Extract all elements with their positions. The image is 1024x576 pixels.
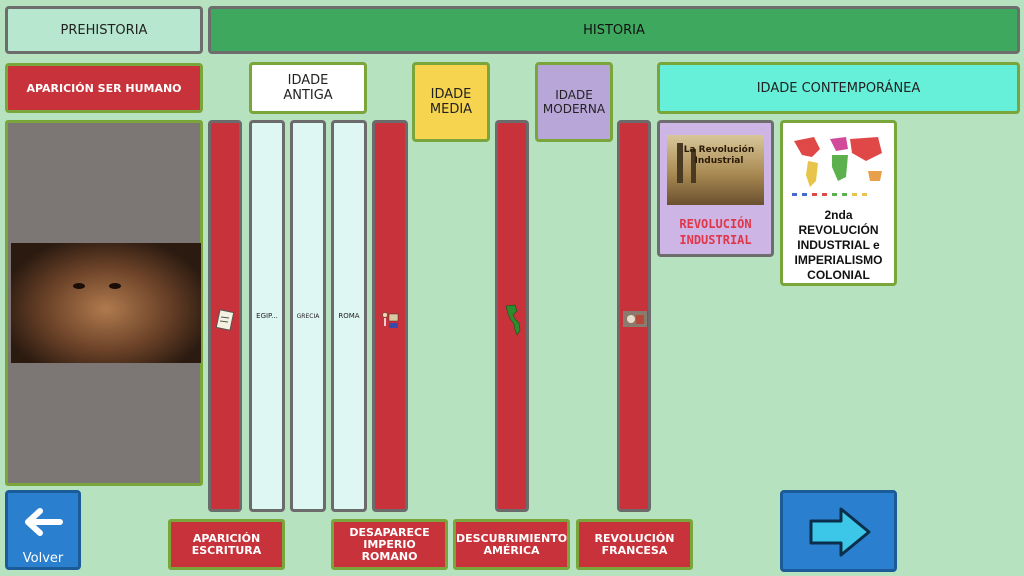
smoke-stack-2 (691, 149, 696, 183)
egipto-label: EGIP... (256, 312, 278, 320)
eye-left (73, 283, 85, 289)
revolucion-industrial-card[interactable]: La Revolución Industrial REVOLUCIÓN INDU… (657, 120, 774, 257)
timeline-bar-egipto[interactable]: EGIP... (249, 120, 285, 512)
descubrimiento-america-button[interactable]: DESCUBRIMIENTO AMÉRICA (453, 519, 570, 570)
roma-label: ROMA (338, 312, 360, 320)
idade-antiga-button[interactable]: IDADE ANTIGA (249, 62, 367, 114)
volver-label: Volver (22, 551, 64, 566)
revolution-painting-icon (623, 311, 647, 327)
scroll-icon (215, 309, 235, 331)
timeline-bar-grecia[interactable]: GRECIA (290, 120, 326, 512)
colonial-world-map (786, 127, 891, 203)
idade-moderna-button[interactable]: IDADE MODERNA (535, 62, 613, 142)
desaparece-imperio-romano-button[interactable]: DESAPARECE IMPERIO ROMANO (331, 519, 448, 570)
volver-button[interactable]: Volver (5, 490, 81, 570)
smoke-stack (677, 143, 683, 183)
hominid-photo (11, 243, 201, 363)
revolucion-industrial-label: REVOLUCIÓN INDUSTRIAL (679, 217, 752, 247)
revolucion-francesa-button[interactable]: REVOLUCIÓN FRANCESA (576, 519, 693, 570)
next-button[interactable] (780, 490, 897, 572)
factory-image: La Revolución Industrial (667, 135, 764, 205)
imperialismo-label: 2nda REVOLUCIÓN INDUSTRIAL e IMPERIALISM… (794, 207, 883, 282)
timeline-bar-roma[interactable]: ROMA (331, 120, 367, 512)
prehistoria-header[interactable]: PREHISTORIA (5, 6, 203, 54)
grecia-label: GRECIA (296, 312, 320, 320)
eye-right (109, 283, 121, 289)
imperialismo-card[interactable]: 2nda REVOLUCIÓN INDUSTRIAL e IMPERIALISM… (780, 120, 897, 286)
arrow-left-icon (25, 508, 63, 536)
aparicion-escritura-button[interactable]: APARICIÓN ESCRITURA (168, 519, 285, 570)
timeline-bar-imperio-romano[interactable] (372, 120, 408, 512)
aparicion-ser-humano-button[interactable]: APARICIÓN SER HUMANO (5, 63, 203, 113)
factory-image-caption: La Revolución Industrial (683, 145, 755, 166)
idade-media-button[interactable]: IDADE MEDIA (412, 62, 490, 142)
america-map-icon (505, 304, 521, 336)
idade-contemporanea-button[interactable]: IDADE CONTEMPORÁNEA (657, 62, 1020, 114)
human-image-panel[interactable] (5, 120, 203, 486)
timeline-bar-america[interactable] (495, 120, 529, 512)
arrow-right-icon (809, 507, 871, 557)
timeline-bar-escritura[interactable] (208, 120, 242, 512)
fall-rome-icon (382, 312, 399, 328)
timeline-bar-revolucion-francesa[interactable] (617, 120, 651, 512)
historia-header[interactable]: HISTORIA (208, 6, 1020, 54)
